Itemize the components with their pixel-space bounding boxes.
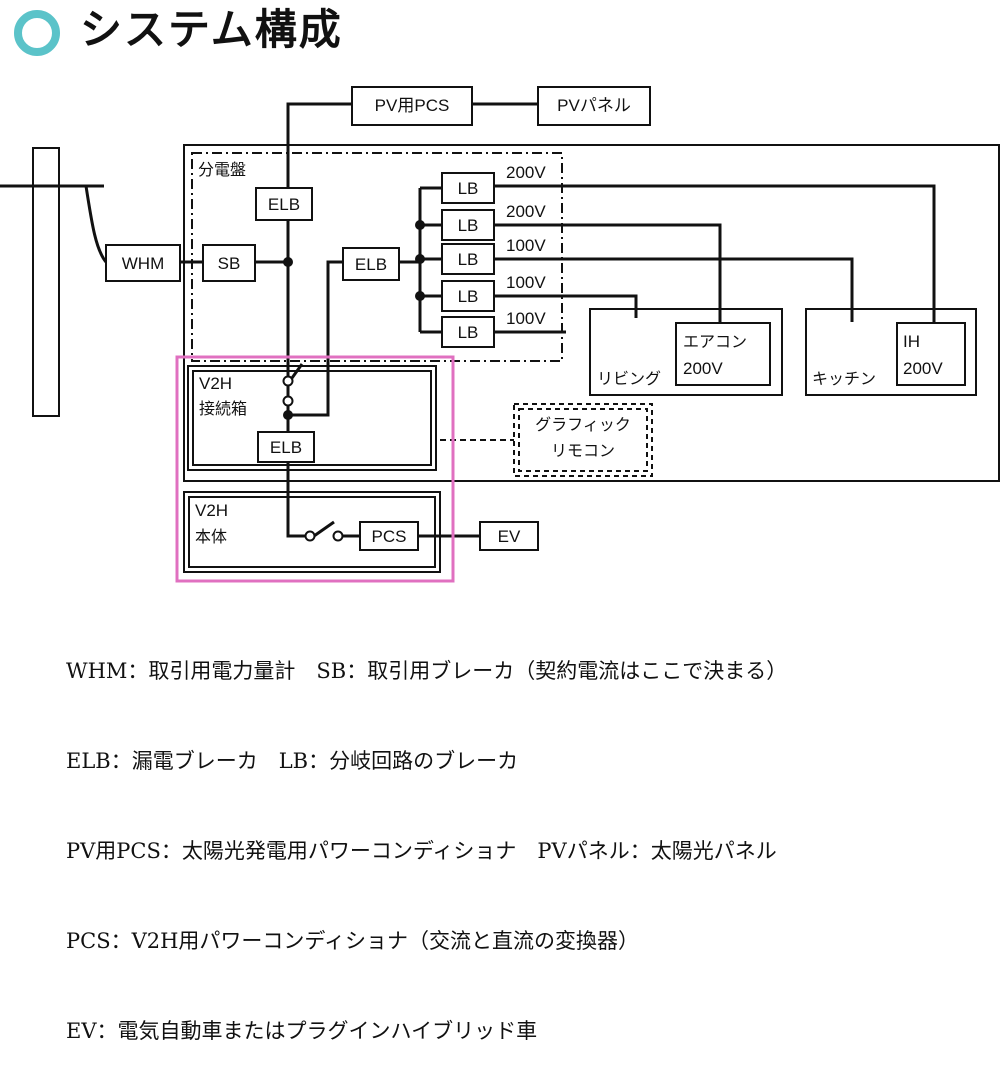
aircon-voltage-label: 200V — [683, 359, 723, 378]
pv-pcs-label: PV用PCS — [375, 96, 450, 115]
voltage-label-4: 100V — [506, 273, 546, 292]
lb-label-4: LB — [458, 287, 479, 306]
living-room-box — [589, 308, 783, 396]
lb-label-3: LB — [458, 250, 479, 269]
sb-label: SB — [218, 254, 241, 273]
legend-line-3: PV用PCS：太陽光発電用パワーコンディショナ PVパネル：太陽光パネル — [66, 839, 777, 863]
legend: WHM：取引用電力量計 SB：取引用ブレーカ（契約電流はここで決まる） ELB：… — [66, 596, 787, 1076]
v2h-body-sub-label: 本体 — [195, 527, 227, 546]
distribution-board — [191, 152, 563, 362]
service-drop — [84, 185, 108, 263]
v2h-body-label: V2H — [195, 501, 228, 520]
pcs-label: PCS — [372, 527, 407, 546]
elb-top-label: ELB — [268, 195, 300, 214]
utility-pole — [32, 147, 60, 417]
v2h-junction-box-inner — [192, 370, 432, 466]
living-label: リビング — [597, 369, 661, 388]
ih-box — [896, 322, 966, 386]
v2h-highlight-frame — [175, 355, 455, 583]
lb-label-5: LB — [458, 323, 479, 342]
aircon-label: エアコン — [683, 332, 747, 351]
elb-mid-box — [342, 247, 400, 281]
voltage-label-3: 100V — [506, 236, 546, 255]
elb-v2h-box — [257, 431, 315, 463]
kitchen-box — [805, 308, 977, 396]
system-diagram: PV用PCS PVパネル 分電盤 ELB WHM SB ELB LB LB LB… — [0, 86, 1000, 583]
ev-label: EV — [498, 527, 521, 546]
v2h-box-label: V2H — [199, 374, 232, 393]
graphic-remote-outer — [513, 403, 653, 477]
v2h-body-inner — [188, 496, 436, 568]
house-outline — [183, 144, 1000, 482]
ih-voltage-label: 200V — [903, 359, 943, 378]
whm-label: WHM — [122, 254, 164, 273]
kitchen-label: キッチン — [812, 369, 876, 388]
title-ring-icon — [14, 10, 60, 56]
aircon-box — [675, 322, 771, 386]
graphic-remote-sub-label: リモコン — [551, 441, 615, 460]
pv-panel-box — [537, 86, 651, 126]
graphic-remote-label: グラフィック — [535, 415, 631, 434]
pv-pcs-box — [351, 86, 473, 126]
pv-panel-label: PVパネル — [557, 96, 631, 115]
legend-line-4: PCS：V2H用パワーコンディショナ（交流と直流の変換器） — [66, 929, 639, 953]
v2h-junction-box-outer — [187, 365, 437, 471]
page-title: システム構成 — [80, 5, 343, 54]
v2h-box-sub-label: 接続箱 — [199, 399, 247, 418]
junction-dots — [282, 220, 425, 542]
bunden-label: 分電盤 — [198, 160, 246, 179]
v2h-body-outer — [183, 491, 441, 573]
legend-line-5: EV：電気自動車またはプラグインハイブリッド車 — [66, 1019, 538, 1043]
ih-label: IH — [903, 332, 920, 351]
voltage-label-2: 200V — [506, 202, 546, 221]
voltage-label-5: 100V — [506, 309, 546, 328]
elb-v2h-label: ELB — [270, 438, 302, 457]
lb-label-1: LB — [458, 179, 479, 198]
legend-line-1: WHM：取引用電力量計 SB：取引用ブレーカ（契約電流はここで決まる） — [66, 659, 788, 683]
elb-mid-label: ELB — [355, 255, 387, 274]
graphic-remote-inner — [518, 408, 648, 472]
elb-top-box — [255, 187, 313, 221]
lb-label-2: LB — [458, 216, 479, 235]
voltage-label-1: 200V — [506, 163, 546, 182]
legend-line-2: ELB：漏電ブレーカ LB：分岐回路のブレーカ — [66, 749, 519, 773]
